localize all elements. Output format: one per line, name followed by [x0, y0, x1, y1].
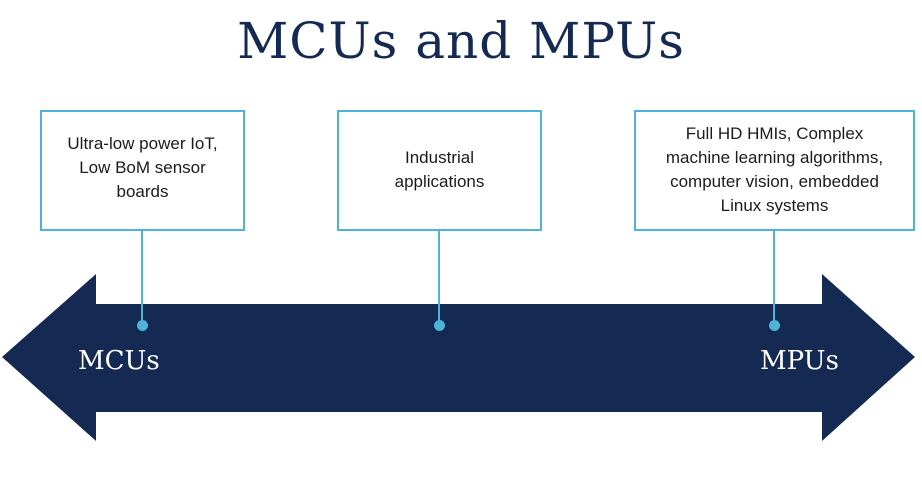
marker-dot-middle — [434, 320, 445, 331]
box-mpu-applications: Full HD HMIs, Complex machine learning a… — [634, 110, 915, 231]
box-industrial-applications: Industrial applications — [337, 110, 542, 231]
double-arrow-shape — [2, 274, 915, 441]
marker-dot-right — [769, 320, 780, 331]
connector-right — [773, 231, 775, 325]
connector-middle — [438, 231, 440, 325]
arrow-label-mpus: MPUs — [760, 346, 839, 376]
box-line: Industrial — [405, 148, 474, 167]
box-mcu-applications: Ultra-low power IoT, Low BoM sensor boar… — [40, 110, 245, 231]
box-line: Full HD HMIs, Complex — [685, 124, 864, 143]
box-line: Ultra-low power IoT, — [67, 134, 218, 153]
box-line: machine learning algorithms, — [665, 148, 884, 167]
marker-dot-left — [137, 320, 148, 331]
box-line: applications — [394, 172, 485, 191]
connector-left — [141, 231, 143, 325]
box-line: boards — [116, 182, 169, 201]
box-line: Linux systems — [720, 196, 829, 215]
box-line: computer vision, embedded — [670, 172, 879, 191]
box-line: Low BoM sensor — [79, 158, 206, 177]
page-title: MCUs and MPUs — [237, 12, 685, 70]
arrow-label-mcus: MCUs — [78, 346, 160, 376]
